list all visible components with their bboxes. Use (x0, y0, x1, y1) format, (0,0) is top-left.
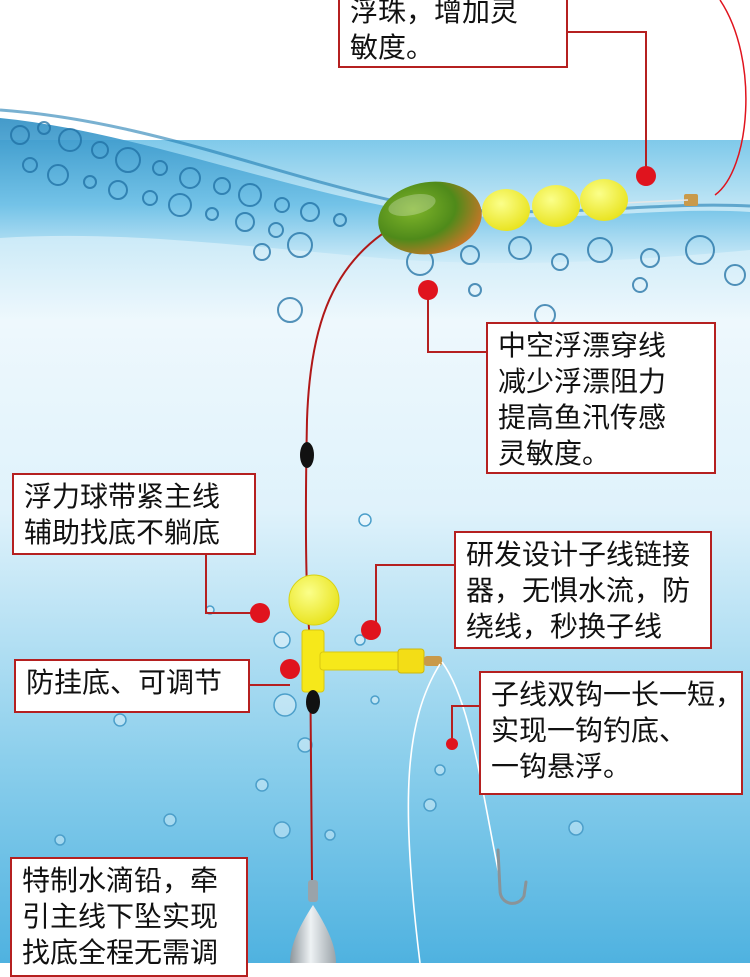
swivel (424, 656, 442, 666)
callout-line: 辅助找底不躺底 (24, 516, 221, 549)
fish-hook (496, 848, 528, 905)
callout-line: 浮珠，增加灵 (350, 0, 519, 28)
callout-hollow-float: 中空浮漂穿线 减少浮漂阻力 提高鱼汛传感 灵敏度。 (486, 322, 716, 474)
hook-line-long (441, 661, 501, 881)
water-surface (0, 118, 750, 264)
callout-sinker: 特制水滴铅，牵 引主线下坠实现 找底全程无需调 (10, 857, 248, 977)
callout-line: 提高鱼汛传感 (498, 401, 667, 434)
callout-line: 研发设计子线链接 (466, 538, 691, 571)
sinker-swivel (308, 880, 318, 902)
hollow-float (378, 181, 482, 255)
callout-line: 特制水滴铅，牵 (22, 864, 219, 897)
marker-dot-top-float (636, 166, 656, 186)
callout-line: 找底全程无需调 (22, 936, 219, 969)
marker-dot-float-ball (250, 603, 270, 623)
callout-line: 子线双钩一长一短， (491, 678, 744, 711)
callout-line: 敏度。 (350, 31, 435, 64)
float-ball (288, 574, 340, 626)
callout-double-hook: 子线双钩一长一短， 实现一钩钓底、 一钩悬浮。 (479, 671, 743, 795)
callout-top-float: 浮珠，增加灵 敏度。 (338, 0, 568, 68)
float-bead-2 (532, 185, 580, 227)
marker-dot-anti-snag (280, 659, 300, 679)
line-bead-lower (306, 690, 320, 714)
callout-float-ball: 浮力球带紧主线 辅助找底不躺底 (12, 473, 256, 555)
teardrop-sinker (290, 905, 336, 963)
callout-line: 减少浮漂阻力 (498, 365, 667, 398)
callout-anti-snag: 防挂底、可调节 (14, 659, 250, 713)
float-bead-3 (580, 179, 628, 221)
callout-line: 防挂底、可调节 (26, 666, 223, 699)
rod-line (714, 0, 747, 196)
callout-line: 灵敏度。 (498, 437, 611, 470)
callout-line: 一钩悬浮。 (491, 750, 632, 783)
marker-dot-double-hook (446, 738, 458, 750)
float-bead-1 (482, 189, 530, 231)
surface-bubbles (10, 121, 746, 326)
callout-line: 浮力球带紧主线 (24, 480, 221, 513)
connector-sleeve (397, 648, 425, 674)
line-bead-upper (300, 442, 314, 468)
callout-line: 引主线下坠实现 (22, 900, 219, 933)
hollow-float-shine (388, 194, 436, 216)
marker-dots (250, 166, 656, 750)
callout-line: 器，无惧水流，防 (466, 574, 691, 607)
marker-dot-hollow-float (418, 280, 438, 300)
callout-line: 绕线，秒换子线 (466, 610, 663, 643)
callout-leaders (205, 31, 647, 744)
hook-line-short (407, 663, 441, 963)
marker-dot-connector (361, 620, 381, 640)
callout-line: 中空浮漂穿线 (498, 329, 667, 362)
callout-line: 实现一钩钓底、 (491, 714, 688, 747)
callout-connector: 研发设计子线链接 器，无惧水流，防 绕线，秒换子线 (454, 531, 712, 649)
connector-arm (319, 651, 409, 671)
line-stopper (684, 194, 698, 206)
